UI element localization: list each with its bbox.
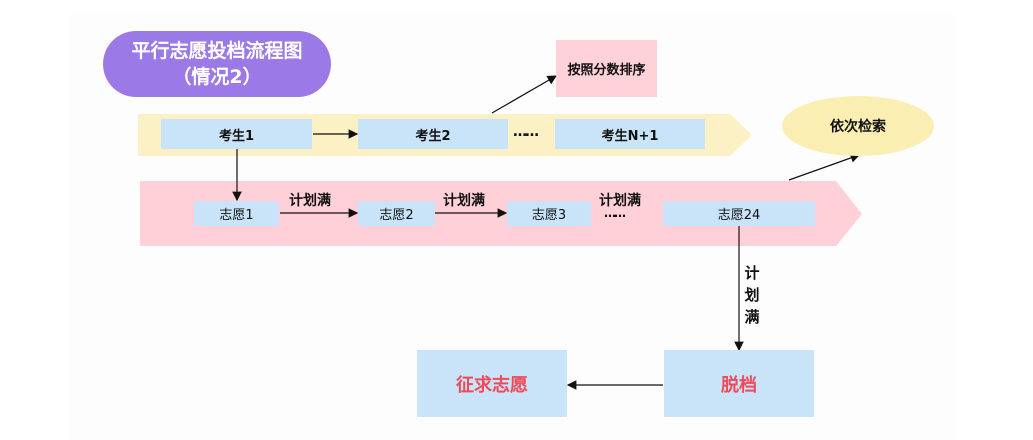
plan-full-vertical-label: 计 划 满 — [742, 262, 762, 328]
candidate-ellipsis: …… — [513, 124, 539, 140]
candidate-2-box: 考生2 — [358, 119, 508, 149]
wish-24-box: 志愿24 — [663, 201, 815, 226]
search-in-order-ellipse: 依次检索 — [782, 96, 934, 156]
wish-3-box: 志愿3 — [507, 201, 591, 226]
wish-2-box: 志愿2 — [358, 201, 435, 226]
candidate-1-box: 考生1 — [161, 119, 312, 149]
vertical-char-3: 满 — [744, 308, 760, 326]
wish-1-box: 志愿1 — [194, 201, 279, 226]
plan-full-label-1: 计划满 — [289, 193, 331, 209]
solicit-wishes-box: 征求志愿 — [417, 350, 567, 417]
plan-full-label-2: 计划满 — [443, 193, 485, 209]
plan-full-ellipsis: …… — [604, 206, 626, 220]
vertical-char-2: 划 — [744, 286, 760, 304]
title-line-1: 平行志愿投档流程图 — [131, 40, 303, 62]
sort-by-score-box: 按照分数排序 — [556, 40, 657, 97]
candidate-n-plus-1-box: 考生N+1 — [555, 119, 705, 149]
rejected-box: 脱档 — [664, 350, 814, 417]
plan-full-label-3: 计划满 — [599, 193, 641, 209]
title-line-2: （情况2） — [172, 66, 262, 88]
diagram-title: 平行志愿投档流程图 （情况2） — [103, 31, 331, 97]
vertical-char-1: 计 — [744, 264, 760, 282]
